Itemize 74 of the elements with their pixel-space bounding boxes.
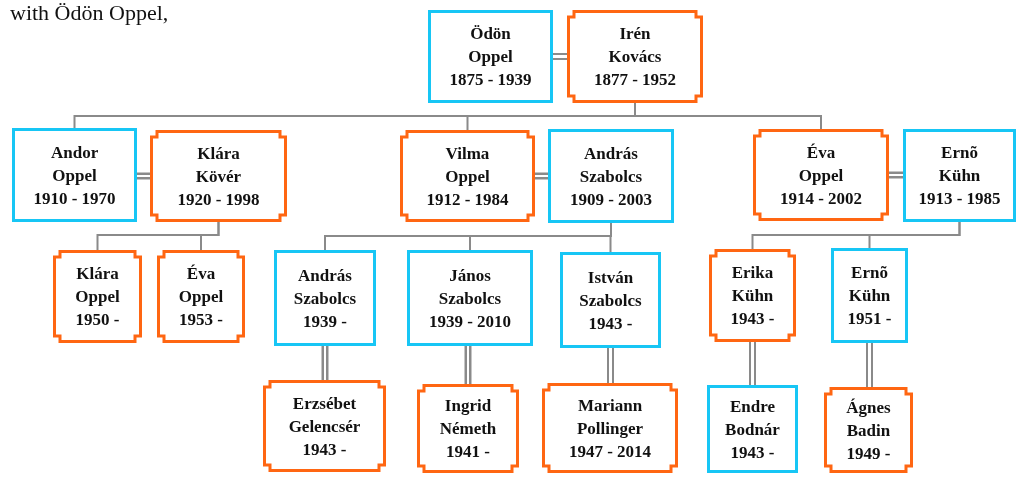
person-name: Erika Kühn [731,262,774,307]
life-years: 1947 - 2014 [568,440,652,463]
connector-line [609,222,612,253]
life-years: 1953 - [179,309,223,331]
person-box [548,129,674,223]
person-name: János Szabolcs [438,264,502,310]
person-name: Irén Kovács [608,23,662,68]
double-line [749,342,756,385]
notched-person-box [709,249,796,342]
person-box [428,10,553,103]
double-line [137,172,150,180]
person-name: Endre Bodnár [725,395,780,441]
person-name: András Szabolcs [579,142,643,188]
notched-person-box [53,250,142,343]
person-name: Éva Oppel [178,263,224,308]
person-name: Mariann Pollinger [576,394,644,440]
person-name: Klára Kövér [195,142,242,188]
life-years: 1877 - 1952 [593,69,677,91]
person-box [707,385,798,473]
notched-person-box [542,383,678,473]
connector-line [200,221,220,251]
person-box [903,129,1016,222]
person-box [12,128,137,222]
life-years: 1943 - [730,308,775,330]
double-line [889,171,903,179]
double-line [321,346,329,380]
life-years: 1943 - [730,441,775,464]
intro-text: with Ödön Oppel, [10,0,169,26]
life-years: 1951 - [847,308,892,330]
person-name: András Szabolcs [293,264,357,310]
connector-line [634,102,822,130]
life-years: 1914 - 2002 [779,187,863,210]
life-years: 1943 - [588,312,633,335]
notched-person-box [263,380,386,472]
life-years: 1943 - [302,438,347,461]
person-name: Vilma Oppel [445,142,490,188]
life-years: 1941 - [446,441,490,463]
person-name: Andor Oppel [51,141,98,187]
person-name: Ingrid Németh [439,395,497,440]
life-years: 1875 - 1939 [449,69,532,91]
notched-person-box [567,10,703,103]
connector-line [868,221,961,249]
life-years: 1920 - 1998 [177,188,260,211]
person-box [560,252,661,348]
person-box [274,250,376,346]
life-years: 1909 - 2003 [569,188,653,211]
double-line [553,53,567,60]
person-name: Ödön Oppel [468,23,513,68]
notched-person-box [400,130,535,222]
notched-person-box [150,130,287,222]
person-name: Éva Oppel [798,141,844,187]
notched-person-box [753,129,889,221]
person-name: István Szabolcs [579,266,642,312]
notched-person-box [417,384,519,473]
life-years: 1912 - 1984 [426,188,509,211]
person-box [407,250,533,346]
person-name: Erzsébet Gelencsér [288,392,361,438]
life-years: 1949 - [846,442,891,465]
double-line [535,172,548,180]
notched-person-box [824,387,913,473]
person-box [831,248,908,343]
double-line [607,348,614,383]
notched-person-box [157,250,245,343]
person-name: Klára Oppel [75,263,120,308]
person-name: Ernõ Kühn [848,262,891,307]
person-name: Ernõ Kühn [938,142,981,187]
person-name: Ágnes Badin [846,396,891,442]
life-years: 1939 - 2010 [428,310,512,333]
life-years: 1950 - [75,309,120,331]
life-years: 1913 - 1985 [918,188,1001,210]
life-years: 1939 - [303,310,347,333]
double-line [464,346,472,384]
life-years: 1910 - 1970 [33,187,116,210]
double-line [866,343,873,387]
